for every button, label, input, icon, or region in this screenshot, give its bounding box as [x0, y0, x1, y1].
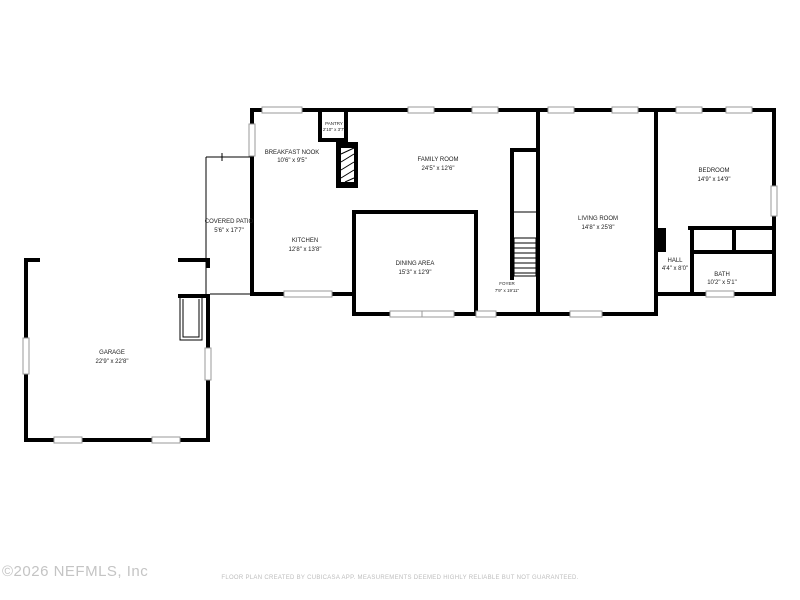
garage-window-right [204, 347, 212, 381]
bedroom-dim: 14'9" x 14'9" [698, 177, 731, 183]
garage-walls [22, 258, 212, 444]
pantry-dim: 2'10" x 3'7" [323, 127, 346, 132]
room-label-breakfast-nook: BREAKFAST NOOK 10'6" x 9'5" [265, 150, 320, 164]
bath-dim: 10'2" x 5'1" [707, 280, 737, 286]
family-room-name: FAMILY ROOM [417, 157, 458, 163]
room-label-bedroom: BEDROOM 14'9" x 14'9" [698, 168, 731, 183]
floor-plan-disclaimer: FLOOR PLAN CREATED BY CUBICASA APP. MEAS… [221, 575, 579, 581]
dining-area-dim: 15'3" x 12'9" [399, 270, 432, 276]
garage-window-bottom-1 [53, 436, 83, 444]
covered-patio-dim: 5'6" x 17'7" [214, 228, 244, 234]
kitchen-dim: 12'8" x 13'8" [289, 247, 322, 253]
room-label-living-room: LIVING ROOM 14'8" x 25'8" [578, 216, 618, 231]
breakfast-nook-dim: 10'6" x 9'5" [277, 158, 307, 164]
living-room-dim: 14'8" x 25'8" [582, 225, 615, 231]
foyer-name: FOYER [499, 281, 515, 286]
foyer-dim: 7'9" x 19'11" [495, 288, 520, 293]
closet-block [656, 228, 666, 252]
room-label-hall: HALL 4'4" x 8'0" [662, 258, 688, 272]
hall-name: HALL [667, 258, 683, 264]
interior-walls [318, 108, 776, 316]
room-label-bath: BATH 10'2" x 5'1" [707, 272, 737, 286]
house-windows [248, 106, 778, 318]
room-label-garage: GARAGE 22'9" x 22'8" [96, 350, 129, 365]
bath-name: BATH [714, 272, 730, 278]
garage-window-left [22, 337, 30, 375]
room-label-kitchen: KITCHEN 12'8" x 13'8" [289, 238, 322, 253]
living-room-name: LIVING ROOM [578, 216, 618, 222]
hall-dim: 4'4" x 8'0" [662, 266, 688, 272]
room-label-dining-area: DINING AREA 15'3" x 12'9" [396, 261, 435, 276]
breakfast-nook-name: BREAKFAST NOOK [265, 150, 320, 156]
copyright-watermark: ©2026 NEFMLS, Inc [2, 563, 149, 580]
room-label-pantry: PANTRY 2'10" x 3'7" [323, 121, 346, 132]
kitchen-name: KITCHEN [292, 238, 318, 244]
garage-dim: 22'9" x 22'8" [96, 359, 129, 365]
stairs [513, 237, 537, 277]
garage-window-bottom-2 [151, 436, 181, 444]
room-label-foyer: FOYER 7'9" x 19'11" [495, 281, 520, 293]
pantry-name: PANTRY [325, 121, 343, 126]
patio-outline [205, 153, 252, 295]
room-label-covered-patio: COVERED PATIO 5'6" x 17'7" [205, 219, 254, 234]
family-room-dim: 24'5" x 12'6" [422, 166, 455, 172]
room-label-family-room: FAMILY ROOM 24'5" x 12'6" [417, 157, 458, 172]
dining-area-name: DINING AREA [396, 261, 435, 267]
covered-patio-name: COVERED PATIO [205, 219, 254, 225]
garage-name: GARAGE [99, 350, 125, 356]
bedroom-name: BEDROOM [698, 168, 729, 174]
